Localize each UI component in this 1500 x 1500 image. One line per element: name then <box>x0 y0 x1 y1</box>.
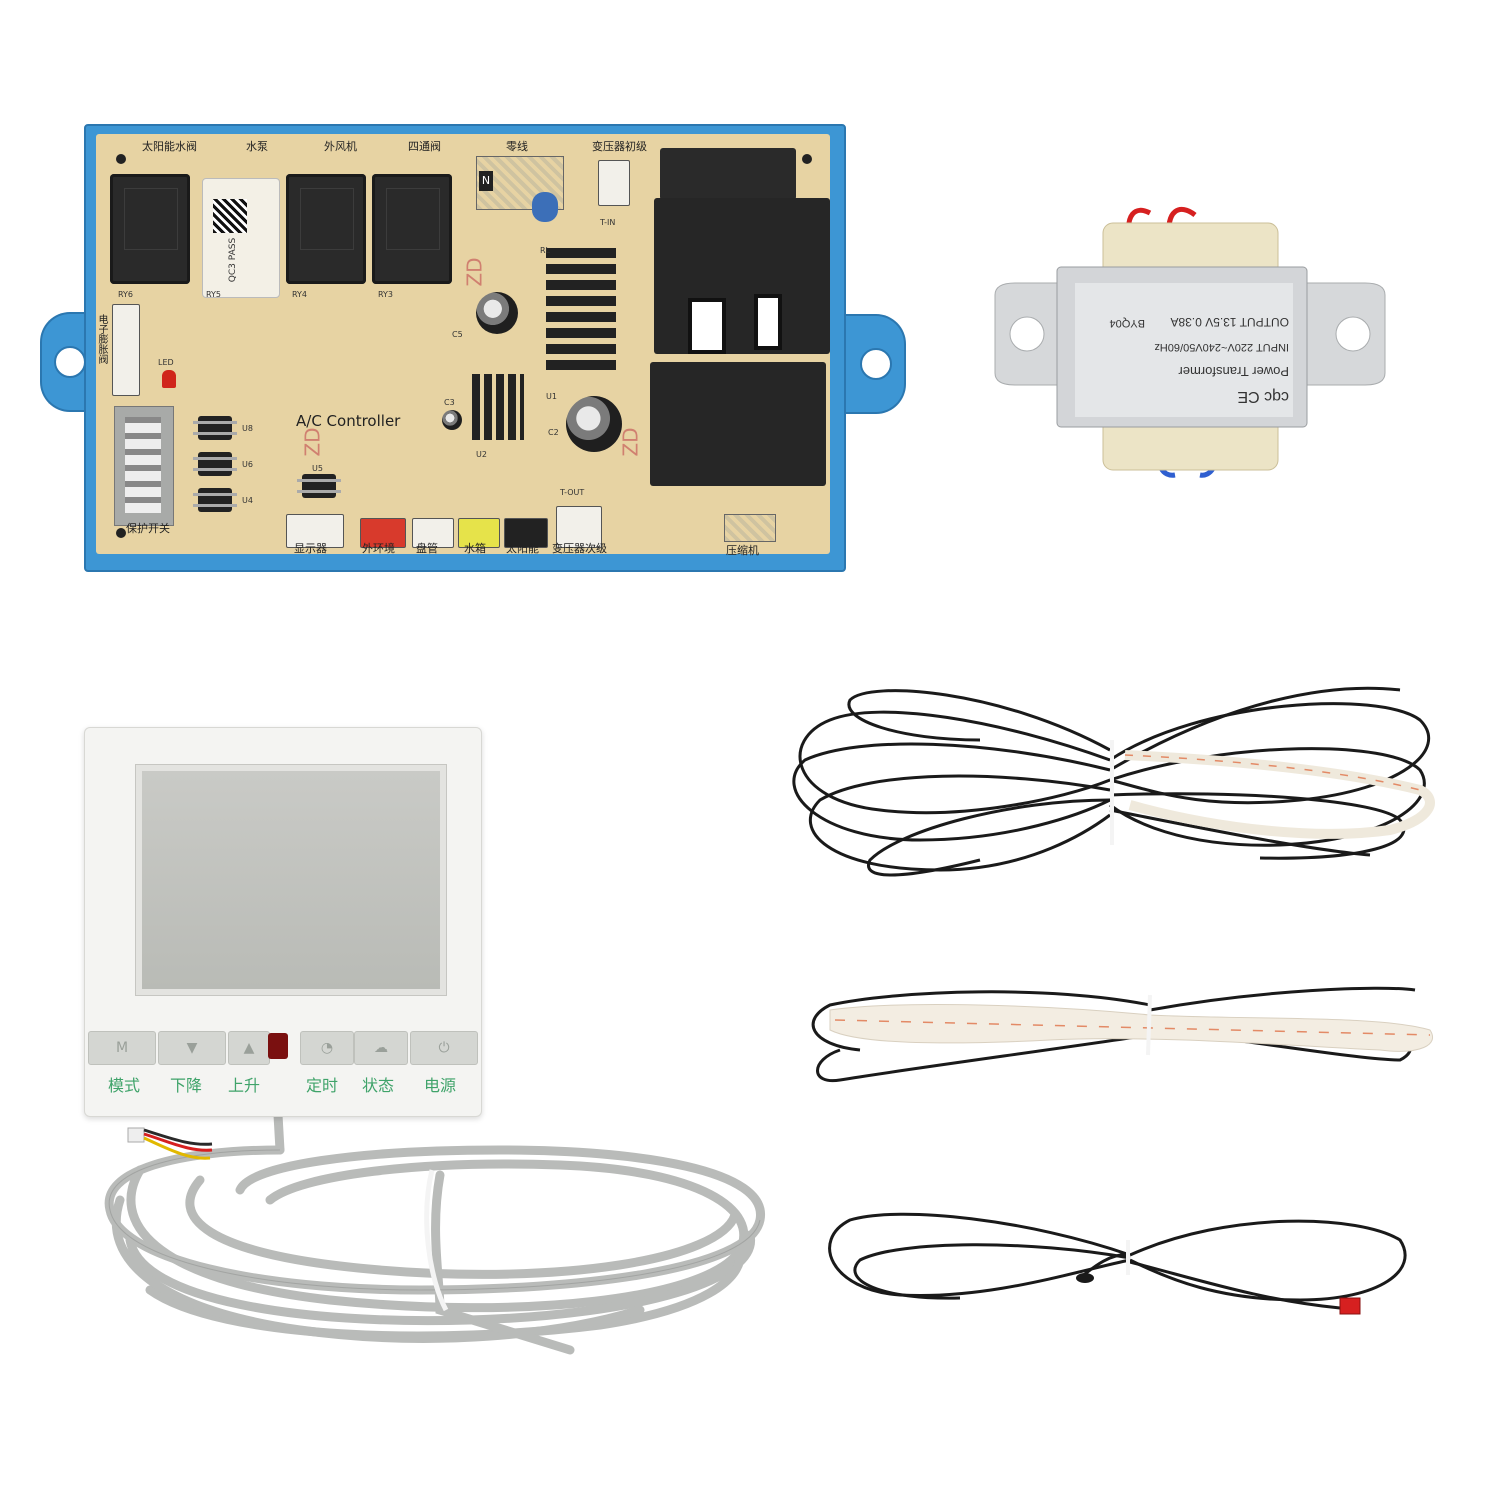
sensor-probe-2 <box>811 986 1433 1083</box>
label-transformer-primary: 变压器初级 <box>592 140 647 153</box>
power-button[interactable]: ⏻ <box>410 1031 478 1065</box>
capacitor-c5 <box>476 292 518 334</box>
eev-connector <box>112 304 140 396</box>
sensor-probe-1 <box>792 686 1431 877</box>
wall-thermostat: M ▼ ▲ ◔ ☁ ⏻ 模式 下降 上升 定时 状态 电源 <box>84 727 482 1117</box>
relay-id-ry4: RY4 <box>292 290 308 299</box>
chip-u8 <box>193 416 237 440</box>
up-button[interactable]: ▲ <box>228 1031 270 1065</box>
neutral-letter: N <box>479 171 493 191</box>
power-label: 电源 <box>424 1076 457 1095</box>
label-neutral: 零线 <box>506 140 528 153</box>
relay-id-ry5: RY5 <box>206 290 222 299</box>
pcb-surface: 太阳能水阀 水泵 外风机 四通阀 零线 变压器初级 QC3 PASS RY6 R… <box>96 134 830 557</box>
label-outdoor-env: 外环境 <box>362 542 395 555</box>
status-led <box>162 370 176 388</box>
comp-id-c5: C5 <box>452 330 463 339</box>
chip-id-u6: U6 <box>242 460 253 469</box>
heatsink-u1 <box>546 244 616 370</box>
chip-id-u8: U8 <box>242 424 253 433</box>
chip-u5 <box>297 474 341 498</box>
label-solar-valve: 太阳能水阀 <box>142 140 197 153</box>
down-button[interactable]: ▼ <box>158 1031 226 1065</box>
status-button[interactable]: ☁ <box>354 1031 408 1065</box>
connector-coil <box>412 518 454 548</box>
timer-button[interactable]: ◔ <box>300 1031 354 1065</box>
mounting-ear-right <box>834 314 906 414</box>
primary-connector <box>598 160 630 206</box>
chip-u4 <box>193 488 237 512</box>
timer-label: 定时 <box>306 1076 339 1095</box>
mode-button[interactable]: M <box>88 1031 156 1065</box>
t-in-label: T-IN <box>600 218 616 227</box>
label-compressor: 压缩机 <box>726 544 759 557</box>
label-protection-switch: 保护开关 <box>126 522 170 535</box>
capacitor-c2 <box>566 396 622 452</box>
relay-ry3 <box>372 174 452 284</box>
connector-outdoor-env <box>360 518 406 548</box>
probe-3-red-connector <box>1339 1297 1361 1315</box>
connector-transformer-secondary <box>556 506 602 548</box>
heatsink-u2 <box>472 374 524 440</box>
qc-sticker: QC3 PASS <box>202 178 280 298</box>
relay-id-ry3: RY3 <box>378 290 394 299</box>
status-label: 状态 <box>362 1076 395 1095</box>
label-four-way-valve: 四通阀 <box>408 140 441 153</box>
label-display: 显示器 <box>294 542 327 555</box>
t-out-label: T-OUT <box>560 488 585 497</box>
label-outdoor-fan: 外风机 <box>324 140 357 153</box>
thermostat-button-row: M ▼ ▲ ◔ ☁ ⏻ <box>88 1031 478 1067</box>
label-solar: 太阳能 <box>506 542 539 555</box>
transformer-drawing <box>994 206 1386 478</box>
label-coil: 盘管 <box>416 542 438 555</box>
capacitor-c3 <box>442 410 462 430</box>
chip-id-u4: U4 <box>242 496 253 505</box>
power-transformer: cqc CE Power Transformer INPUT 220V~240V… <box>985 195 1395 495</box>
ac-controller-board: 太阳能水阀 水泵 外风机 四通阀 零线 变压器初级 QC3 PASS RY6 R… <box>40 122 906 572</box>
chip-u6 <box>193 452 237 476</box>
relay-id-ry6: RY6 <box>118 290 134 299</box>
label-eev: 电子膨胀阀 <box>96 314 107 364</box>
relay-ry4 <box>286 174 366 284</box>
sensor-probe-3 <box>828 1212 1407 1310</box>
comp-id-u2: U2 <box>476 450 487 459</box>
sensor-probe-1-sleeve <box>1110 740 1435 845</box>
label-transformer-secondary: 变压器次级 <box>552 542 607 555</box>
connector-solar <box>504 518 548 548</box>
up-label: 上升 <box>228 1076 261 1095</box>
connector-water-tank <box>458 518 500 548</box>
down-label: 下降 <box>170 1076 203 1095</box>
indicator-led <box>268 1033 288 1059</box>
filter-capacitor <box>532 192 558 222</box>
comp-id-c2: C2 <box>548 428 559 437</box>
lcd-screen <box>135 764 447 996</box>
chip-id-u5: U5 <box>312 464 323 473</box>
comp-id-rl: RL <box>540 246 551 255</box>
relay-ry6 <box>110 174 190 284</box>
main-relay <box>654 198 830 354</box>
comp-id-u1: U1 <box>546 392 557 401</box>
label-water-pump: 水泵 <box>246 140 268 153</box>
board-title: A/C Controller <box>296 412 401 430</box>
label-led: LED <box>158 358 174 367</box>
mode-label: 模式 <box>108 1076 141 1095</box>
comp-id-c3: C3 <box>444 398 455 407</box>
compressor-relay <box>650 362 826 486</box>
connector-display <box>286 514 344 548</box>
protection-dip-switch <box>114 406 174 526</box>
label-water-tank: 水箱 <box>464 542 486 555</box>
compressor-terminal <box>724 514 776 542</box>
probe-3-sensor-tip <box>1076 1273 1094 1283</box>
main-relay-top <box>660 148 796 200</box>
